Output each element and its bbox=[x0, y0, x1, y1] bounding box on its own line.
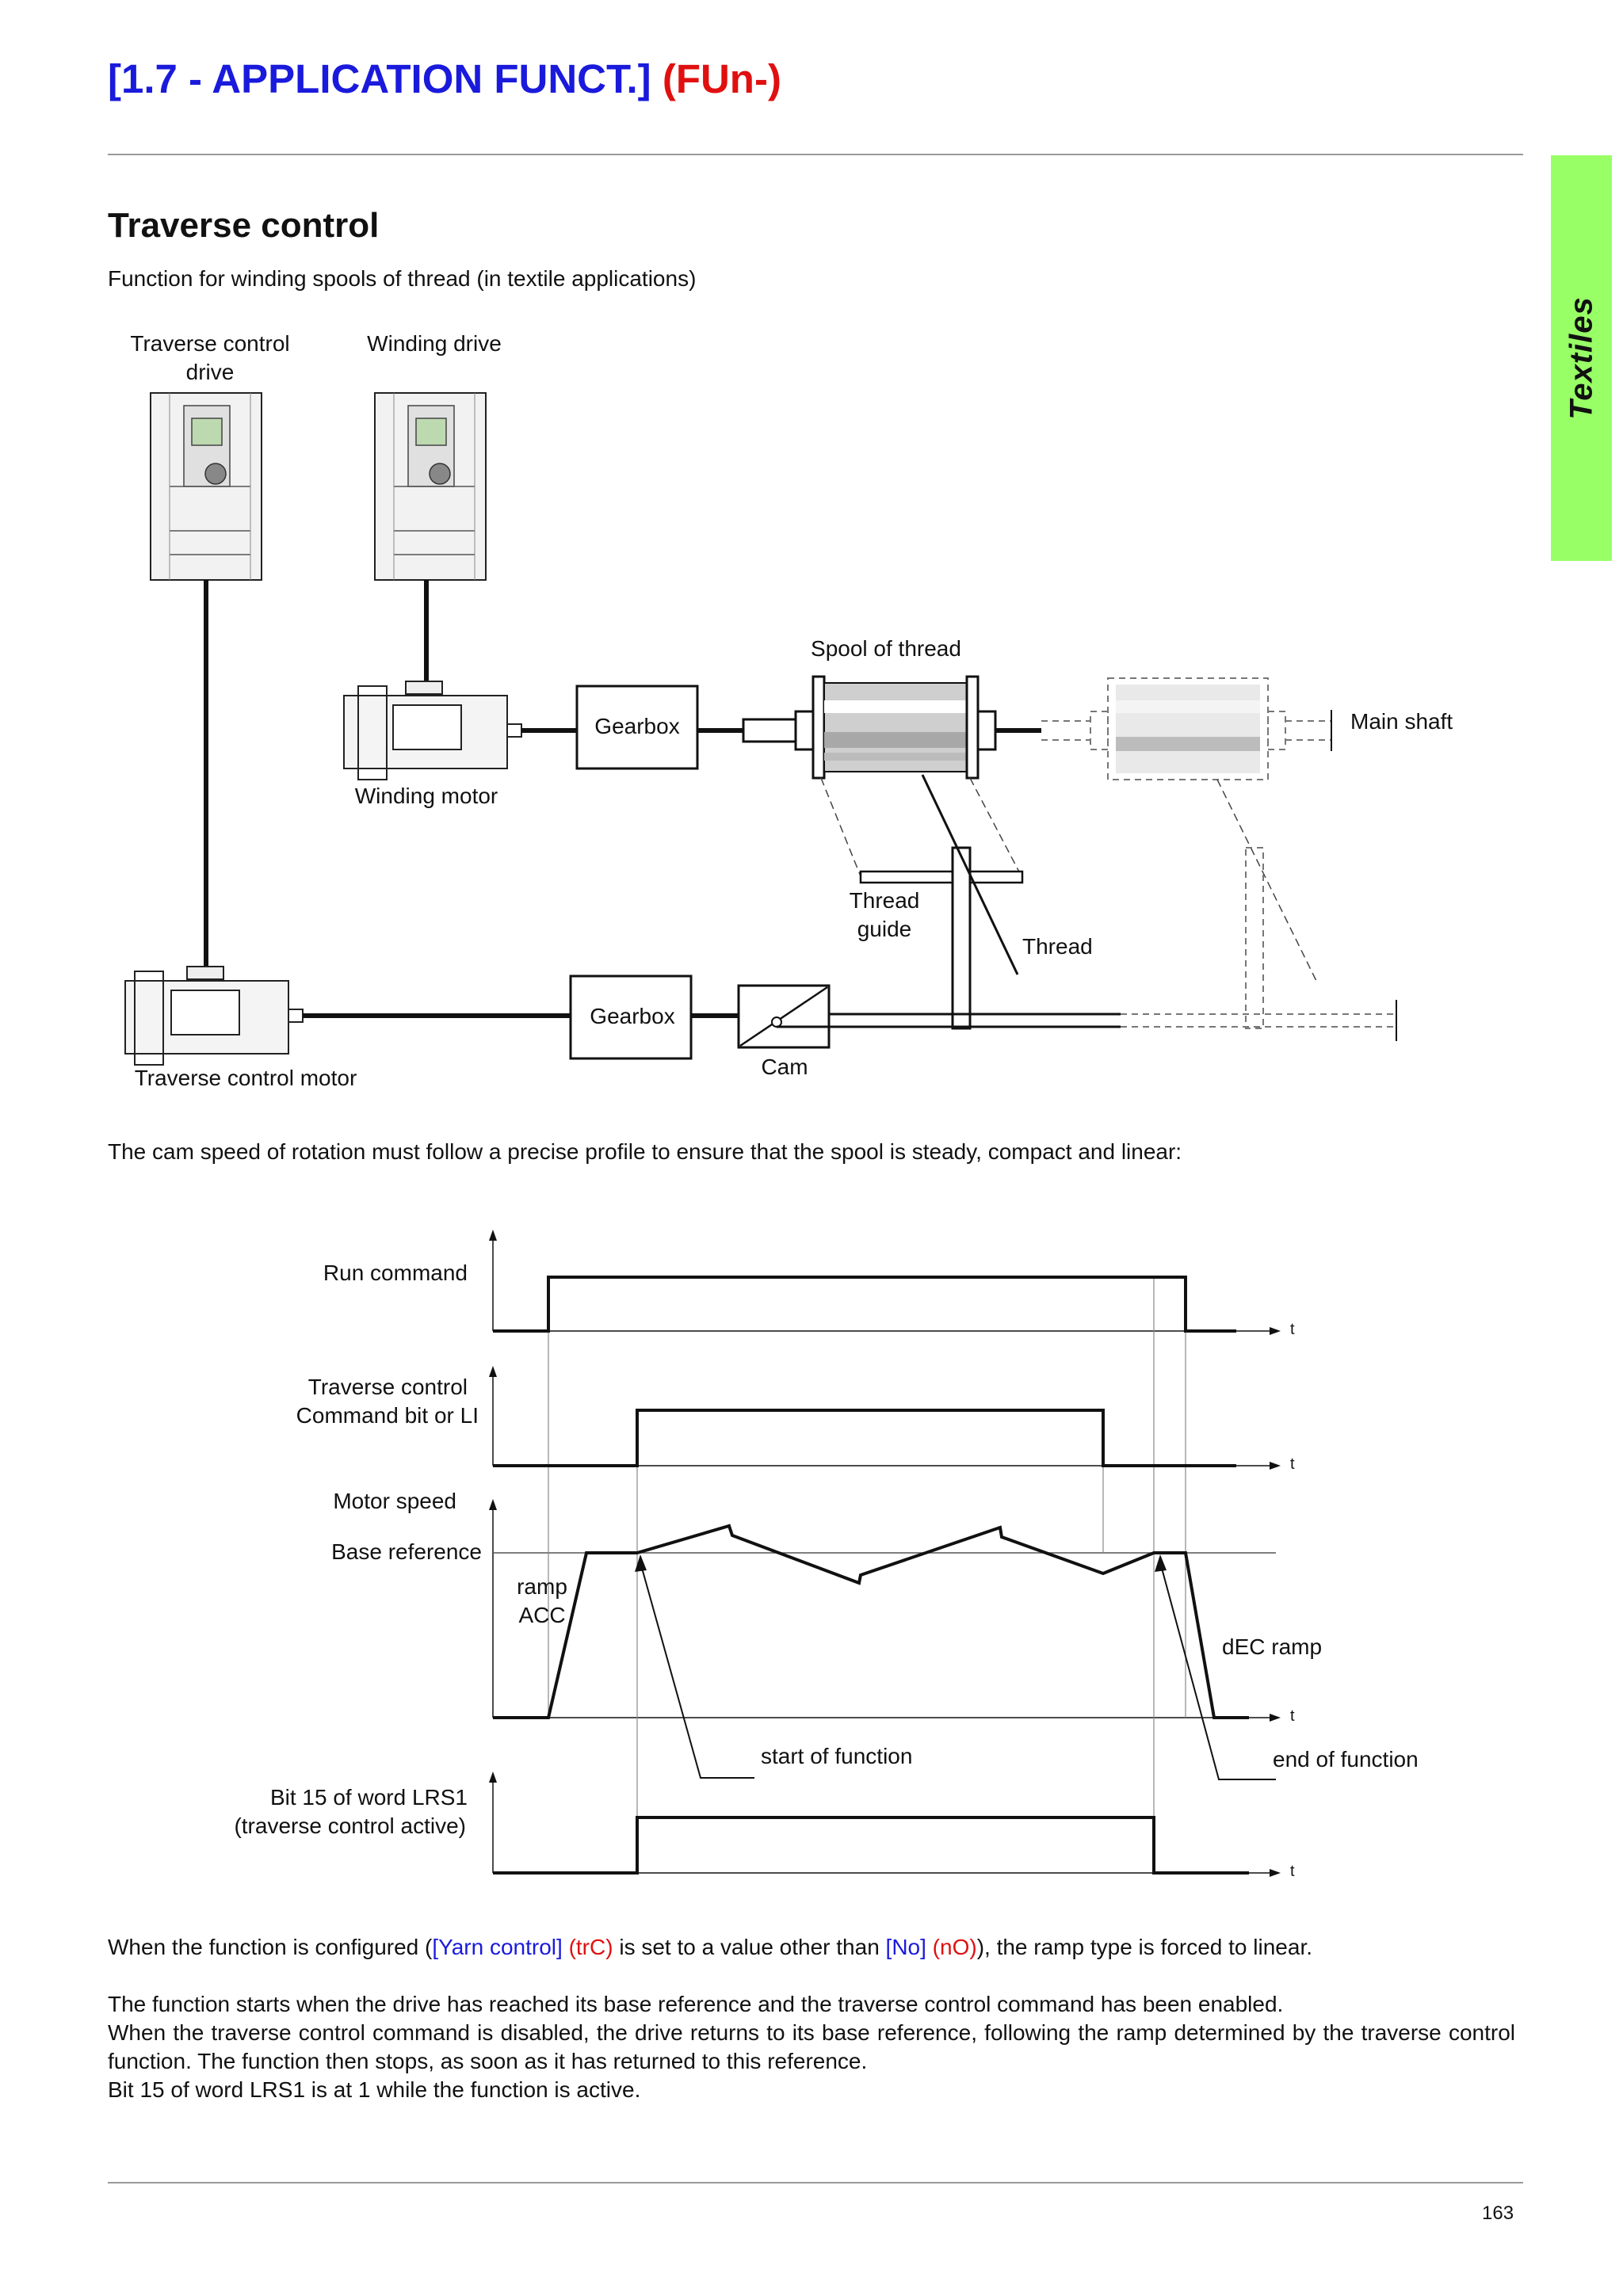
winding-drive-label: Winding drive bbox=[367, 331, 502, 356]
gearbox-bottom bbox=[569, 974, 693, 1060]
cam-label: Cam bbox=[761, 1055, 808, 1079]
run-command-label: Run command bbox=[323, 1261, 468, 1285]
thread-guide-label-2: guide bbox=[857, 917, 912, 941]
config-paragraph: When the function is configured ([Yarn c… bbox=[108, 1933, 1312, 1962]
ramp-acc-label-2: ACC bbox=[518, 1603, 565, 1627]
thread-guide-label-1: Thread bbox=[850, 888, 920, 913]
traverse-diagram: Traverse control drive Winding drive Spo… bbox=[124, 331, 1453, 1090]
run-command-signal bbox=[493, 1276, 1236, 1333]
side-tab: Textiles bbox=[1551, 155, 1612, 561]
thread-line bbox=[921, 774, 1019, 975]
end-of-function-label: end of function bbox=[1273, 1747, 1419, 1772]
page-title: [1.7 - APPLICATION FUNCT.] (FUn-) bbox=[108, 55, 781, 102]
traverse-drive-label-2: drive bbox=[186, 360, 235, 384]
page-number: 163 bbox=[1482, 2203, 1514, 2224]
yarn-control-param: [Yarn control] bbox=[432, 1935, 563, 1959]
t-label-speed: t bbox=[1290, 1707, 1295, 1725]
gearbox-top bbox=[575, 685, 699, 770]
winding-motor-label: Winding motor bbox=[355, 784, 498, 808]
main-shaft-label: Main shaft bbox=[1350, 709, 1453, 734]
spool-label: Spool of thread bbox=[811, 636, 961, 661]
traverse-drive-label-1: Traverse control bbox=[130, 331, 289, 356]
traverse-command-signal bbox=[493, 1409, 1236, 1467]
body-line-2: When the traverse control command is dis… bbox=[108, 2020, 1515, 2073]
body-paragraph: The function starts when the drive has r… bbox=[108, 1990, 1515, 2104]
t-label-traverse: t bbox=[1290, 1455, 1295, 1473]
traverse-drive-icon bbox=[150, 392, 262, 581]
traverse-motor-label: Traverse control motor bbox=[135, 1066, 357, 1090]
traverse-cmd-label-1: Traverse control bbox=[308, 1375, 468, 1399]
t-label-run: t bbox=[1290, 1321, 1295, 1338]
config-text-1: When the function is configured ( bbox=[108, 1935, 433, 1959]
profile-sentence: The cam speed of rotation must follow a … bbox=[108, 1139, 1182, 1164]
thread-label: Thread bbox=[1022, 934, 1093, 959]
bit15-signal bbox=[493, 1816, 1249, 1875]
start-of-function-label: start of function bbox=[761, 1744, 912, 1768]
page-title-code: (FUn-) bbox=[662, 56, 781, 101]
page-title-text: [1.7 - APPLICATION FUNCT.] bbox=[108, 56, 651, 101]
thread-guide-icon bbox=[859, 870, 1024, 884]
bit15-label-1: Bit 15 of word LRS1 bbox=[270, 1785, 468, 1810]
gearbox-bottom-label: Gearbox bbox=[590, 1004, 674, 1028]
cam-icon bbox=[737, 984, 831, 1049]
body-line-3: Bit 15 of word LRS1 is at 1 while the fu… bbox=[108, 2077, 641, 2102]
config-text-2: is set to a value other than bbox=[613, 1935, 886, 1959]
trc-code: (trC) bbox=[562, 1935, 613, 1959]
traverse-motor-icon bbox=[124, 966, 304, 1066]
traverse-cmd-label-2: Command bit or LI bbox=[296, 1403, 479, 1428]
no-code: (nO) bbox=[926, 1935, 977, 1959]
bit15-label-2: (traverse control active) bbox=[234, 1814, 466, 1838]
section-intro: Function for winding spools of thread (i… bbox=[108, 266, 697, 291]
body-line-1: The function starts when the drive has r… bbox=[108, 1992, 1284, 2016]
motor-speed-label: Motor speed bbox=[333, 1489, 456, 1513]
winding-drive-icon bbox=[374, 392, 487, 581]
gearbox-top-label: Gearbox bbox=[594, 714, 679, 738]
t-label-bit15: t bbox=[1290, 1863, 1295, 1880]
no-value: [No] bbox=[885, 1935, 926, 1959]
base-reference-label: Base reference bbox=[331, 1539, 482, 1564]
header-divider bbox=[108, 154, 1523, 155]
motor-speed-signal bbox=[493, 1524, 1249, 1719]
ramp-acc-label-1: ramp bbox=[517, 1574, 567, 1599]
dec-ramp-label: dEC ramp bbox=[1222, 1634, 1322, 1659]
config-text-3: ), the ramp type is forced to linear. bbox=[976, 1935, 1312, 1959]
footer-divider bbox=[108, 2182, 1523, 2183]
timing-diagram: Run command Traverse control Command bit… bbox=[234, 1230, 1419, 1880]
section-title: Traverse control bbox=[108, 206, 380, 245]
